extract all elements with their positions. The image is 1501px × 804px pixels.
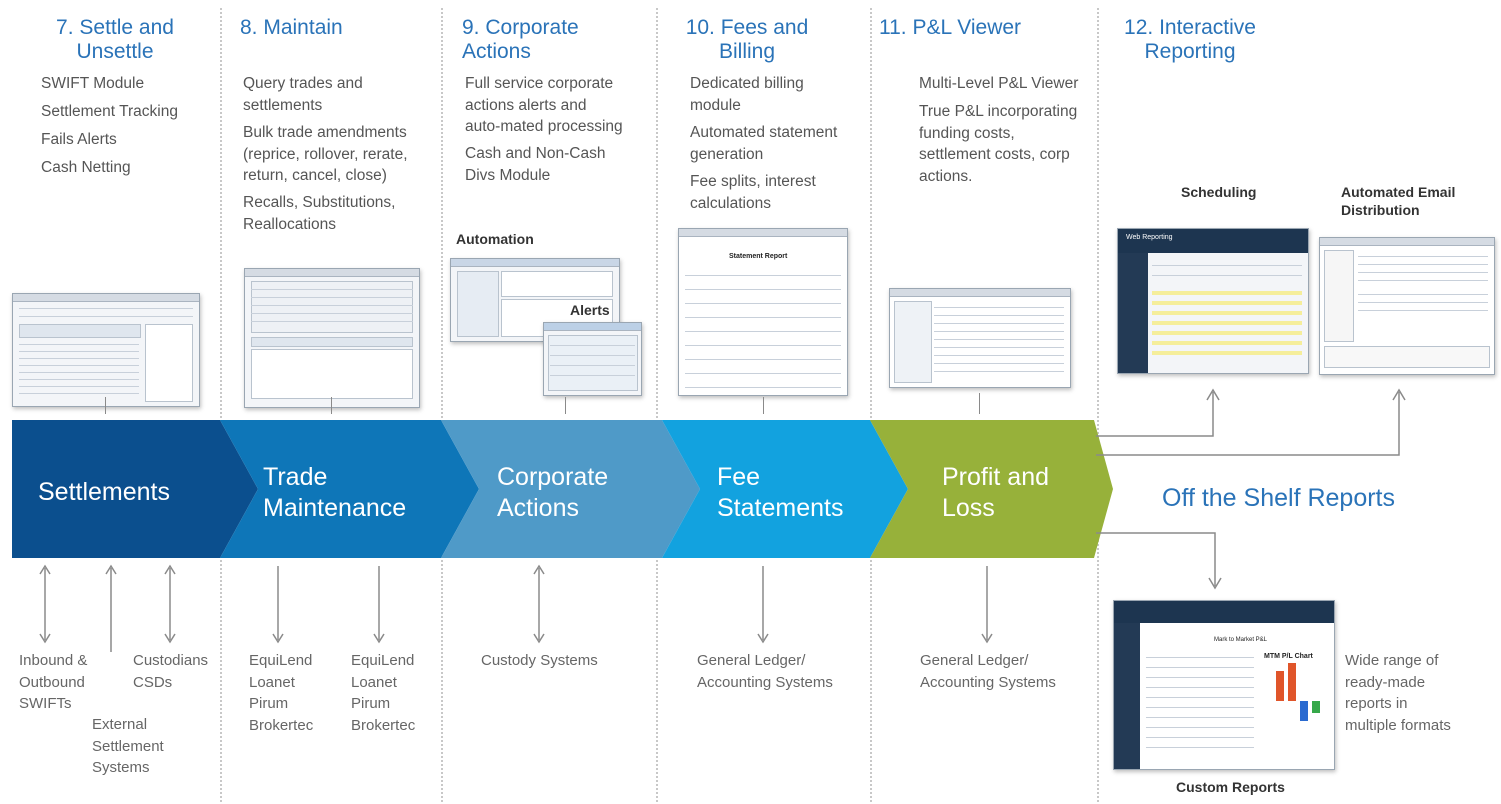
heading-fees-billing: 10. Fees and Billing	[685, 16, 809, 63]
screenshot-pl-viewer	[889, 288, 1071, 388]
label-alerts: Alerts	[570, 302, 610, 318]
band-segment-settlements	[12, 420, 258, 558]
bullet-cash-netting: Cash Netting	[41, 159, 131, 176]
bullet-fails-alerts: Fails Alerts	[41, 131, 117, 148]
heading-pl-viewer: 11. P&L Viewer	[879, 16, 1022, 39]
column-divider	[1097, 8, 1099, 802]
connector-line	[763, 397, 764, 414]
band-segment-pl	[870, 420, 1113, 558]
system-external-settlement: External Settlement Systems	[92, 716, 164, 776]
mtm-chart-title: MTM P/L Chart	[1264, 653, 1313, 660]
label-scheduling: Scheduling	[1181, 184, 1257, 200]
chart-bar	[1312, 701, 1320, 713]
heading-corporate-actions: 9. Corporate Actions	[462, 16, 579, 63]
bullet-swift-module: SWIFT Module	[41, 75, 145, 92]
screenshot-alerts	[543, 322, 642, 396]
heading-interactive-reporting: 12. Interactive Reporting	[1124, 16, 1256, 63]
screenshot-custom-reports: Mark to Market P&L MTM P/L Chart	[1113, 600, 1335, 770]
label-custom-reports: Custom Reports	[1176, 779, 1285, 795]
bullet-billing-module: Dedicated billing module	[690, 75, 804, 114]
column-divider	[656, 8, 658, 802]
process-band	[12, 420, 1113, 558]
column-divider	[441, 8, 443, 802]
band-label-settlements: Settlements	[38, 478, 171, 506]
connector-line	[979, 393, 980, 414]
heading-settle: 7. Settle and Unsettle	[56, 16, 174, 63]
system-arrows	[39, 564, 993, 652]
bullet-statement-generation: Automated statement generation	[690, 124, 838, 163]
chart-bar	[1288, 663, 1296, 701]
bullet-bulk-amendments: Bulk trade amendments (reprice, rollover…	[243, 124, 408, 184]
bullet-query-trades: Query trades and settlements	[243, 75, 363, 114]
screenshot-swift-messages	[12, 293, 200, 407]
band-label-pl: Profit and Loss	[942, 463, 1050, 522]
label-automated-email: Automated Email Distribution	[1341, 184, 1456, 218]
connector-line	[565, 397, 566, 414]
band-segment-fee	[662, 420, 908, 558]
bullet-divs-module: Cash and Non-Cash Divs Module	[465, 145, 606, 184]
web-reporting-title: Web Reporting	[1126, 234, 1173, 241]
system-inbound-outbound: Inbound & Outbound SWIFTs	[19, 652, 88, 712]
system-general-ledger-a: General Ledger/ Accounting Systems	[697, 652, 833, 691]
band-label-trade: Trade Maintenance	[263, 463, 407, 522]
chart-bar	[1300, 701, 1308, 721]
column-divider	[870, 8, 872, 802]
off-the-shelf-reports: Off the Shelf Reports	[1162, 484, 1395, 512]
screenshot-statement-report: Statement Report	[678, 228, 848, 396]
bullet-multi-level-pl: Multi-Level P&L Viewer	[919, 75, 1079, 92]
bullet-fee-splits: Fee splits, interest calculations	[690, 173, 816, 212]
bullet-corp-alerts: Full service corporate actions alerts an…	[465, 75, 623, 135]
bullet-recalls: Recalls, Substitutions, Reallocations	[243, 194, 396, 233]
system-custody: Custody Systems	[481, 652, 598, 669]
column-divider	[220, 8, 222, 802]
screenshot-trade-query	[244, 268, 420, 408]
system-equilend-a: EquiLend Loanet Pirum Brokertec	[249, 652, 314, 734]
system-equilend-b: EquiLend Loanet Pirum Brokertec	[351, 652, 416, 734]
report-connectors	[1096, 388, 1406, 590]
band-label-corporate: Corporate Actions	[497, 463, 609, 522]
mark-to-market-title: Mark to Market P&L	[1214, 637, 1268, 643]
chart-bar	[1276, 671, 1284, 701]
band-segment-trade	[220, 420, 479, 558]
band-segment-corporate	[441, 420, 700, 558]
screenshot-scheduling: Web Reporting	[1117, 228, 1309, 374]
system-general-ledger-b: General Ledger/ Accounting Systems	[920, 652, 1056, 691]
bullet-true-pl: True P&L incorporating funding costs, se…	[919, 103, 1078, 185]
wide-range-reports: Wide range of ready-made reports in mult…	[1345, 652, 1451, 734]
statement-report-title: Statement Report	[729, 253, 788, 260]
label-automation: Automation	[456, 231, 534, 247]
system-custodians: Custodians CSDs	[133, 652, 209, 691]
connector-line	[105, 397, 106, 414]
band-label-fee: Fee Statements	[717, 463, 844, 522]
heading-maintain: 8. Maintain	[240, 16, 343, 39]
screenshot-email-distribution	[1319, 237, 1495, 375]
bullet-settlement-tracking: Settlement Tracking	[41, 103, 178, 120]
connector-line	[331, 397, 332, 414]
